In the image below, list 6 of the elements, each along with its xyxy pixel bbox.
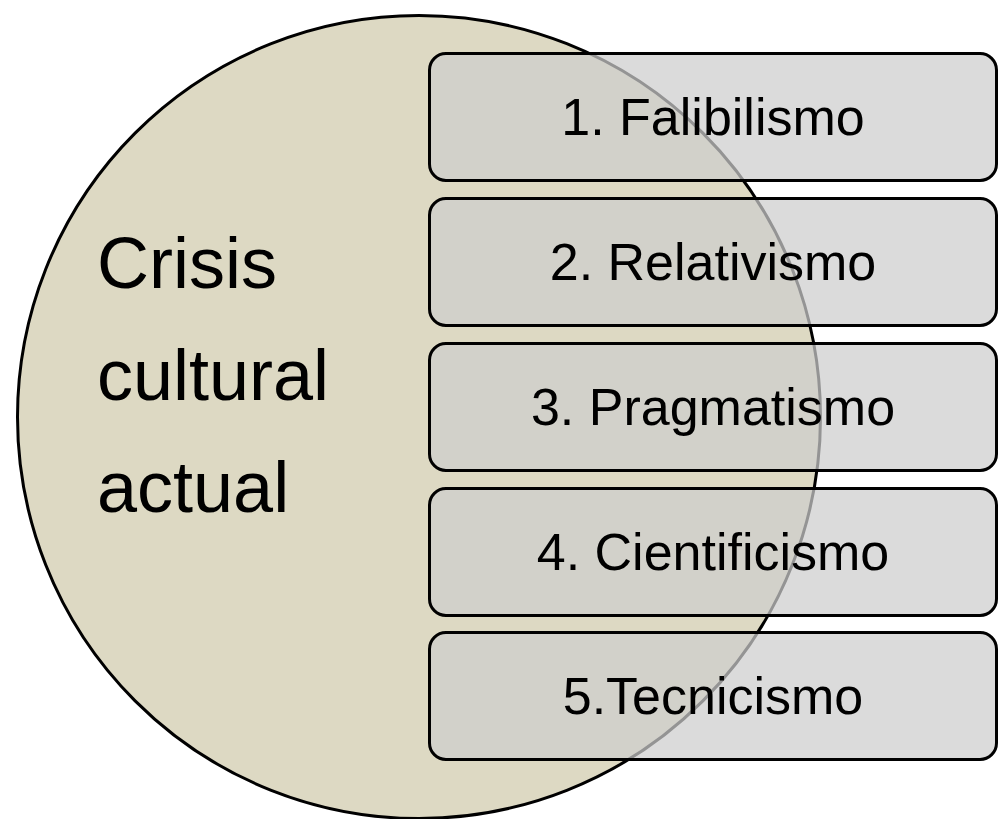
concept-box: 3. Pragmatismo <box>428 342 998 472</box>
concept-box: 4. Cientificismo <box>428 487 998 617</box>
concept-box: 1. Falibilismo <box>428 52 998 182</box>
concept-box: 2. Relativismo <box>428 197 998 327</box>
concept-box: 5.Tecnicismo <box>428 631 998 761</box>
circle-label: Crisis cultural actual <box>97 222 331 529</box>
